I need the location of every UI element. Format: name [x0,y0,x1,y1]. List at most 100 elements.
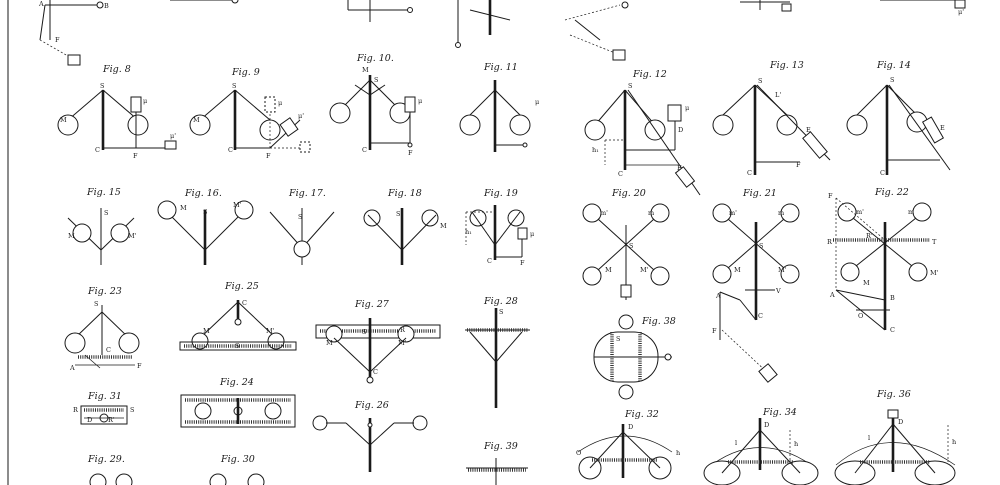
figure-label: O [576,449,581,457]
figure-12: Fig. 12 S D μ h₁ C F [584,69,701,196]
figure-label: M [605,266,612,274]
figure-label: m [908,208,914,216]
figure-27: Fig. 27 S R M M' C [315,299,441,384]
figure-label: m [648,209,654,217]
figure-title: Fig. 23 [87,286,122,297]
figure-24: Fig. 31 R S D R' [73,391,134,425]
figure-title: Fig. 39 [483,441,518,452]
figure-label: C [880,169,885,177]
figure-label: μ' [170,132,176,140]
figure-label: F [137,362,142,370]
top-label: B [104,2,109,10]
figure-label: S [203,208,207,216]
figure-label: F [796,161,801,169]
figure-label: E [940,124,945,132]
figure-label: S [100,82,104,90]
figure-label: μ [278,99,282,107]
figure-label: h [952,438,956,446]
figure-title: Fig. 20 [611,188,646,199]
figure-title: Fig. 36 [876,389,911,400]
figure-label: S [396,210,400,218]
figure-14: Fig. 14 S E C [846,60,951,177]
figure-label: C [747,169,752,177]
figure-label: C [242,299,247,307]
top-label: μ' [958,8,964,16]
figure-29: Fig. 29. [87,454,133,485]
figure-label: S [130,406,134,414]
figure-18: Fig. 18 S M [363,188,447,265]
figure-label: B [890,294,895,302]
figure-label: M' [778,266,787,274]
figure-label: R' [108,416,115,424]
figure-label: μ [143,97,147,105]
figure-label: S [235,342,239,350]
figure-34: Fig. 34 D l h [703,407,819,485]
figure-label: μ [535,98,539,106]
figure-label: C [95,146,100,154]
figure-17: Fig. 17. S [269,188,335,265]
figure-8: Fig. 8 S M μ C F μ' [57,64,177,160]
figure-label: M' [640,266,649,274]
figure-label: M [326,339,333,347]
figure-label: F [520,259,525,267]
figure-label: E [806,126,811,134]
figure-label: M [362,66,369,74]
figure-label: T [932,238,937,246]
figure-13: Fig. 13 S L' E C F [712,60,831,177]
figure-label: C [890,326,895,334]
figure-label: S [890,76,894,84]
figure-label: M' [233,201,242,209]
figure-22: Fig. 22 F m' m R R' T M M' A O B C [827,187,939,334]
figure-label: m [778,209,784,217]
figure-label: O [858,312,863,320]
figure-label: S [759,242,763,250]
figure-label: μ [418,97,422,105]
figure-label: S [628,82,632,90]
figure-label: m' [600,209,608,217]
figure-label: S [616,335,620,343]
figure-label: F [408,149,413,157]
figure-label: A [69,364,75,372]
figure-32: Fig. 32 D O h [576,409,680,480]
figure-label: M' [930,269,939,277]
figure-title: Fig. 22 [874,187,909,198]
figure-label: M [734,266,741,274]
figure-label: h₁ [592,146,599,154]
figure-label: F [677,164,682,172]
figure-21: Fig. 21 m' m S M M' V A F C [712,188,800,383]
figure-label: S [629,242,633,250]
figure-10: Fig. 10. S M μ C F [329,53,422,157]
figure-label: S [232,82,236,90]
figure-label: h [676,449,680,457]
top-label: A [38,0,44,8]
figure-label: A [715,292,721,300]
figure-28: Fig. 26 [312,400,428,472]
figure-39: Fig. 39 [466,441,528,485]
figure-label: S [104,209,108,217]
figure-label: C [487,257,492,265]
figure-label: M [440,222,447,230]
top-label: F [55,36,60,44]
figure-label: M [180,204,187,212]
figure-label: D [898,418,903,426]
figure-label: M [193,116,200,124]
figure-19: Fig. 19 h₁ μ C F [465,188,534,267]
figure-label: S [94,300,98,308]
figure-label: C [618,170,623,178]
figure-title: Fig. 18 [387,188,422,199]
figure-31: Fig. 38 S [593,314,676,400]
figure-label: R [827,238,833,246]
figure-label: C [362,146,367,154]
figure-label: D [764,421,769,429]
figure-label: μ' [298,112,304,120]
figure-title: Fig. 34 [762,407,797,418]
figure-11: Fig. 11 μ [459,62,539,152]
figure-label: C [228,146,233,154]
figure-label: C [758,312,763,320]
figure-title: Fig. 16. [184,188,222,199]
figure-9: Fig. 9 S M μ μ' C F [189,67,311,160]
figure-label: D [678,126,683,134]
figure-label: M' [398,339,407,347]
figure-label: R [73,406,79,414]
